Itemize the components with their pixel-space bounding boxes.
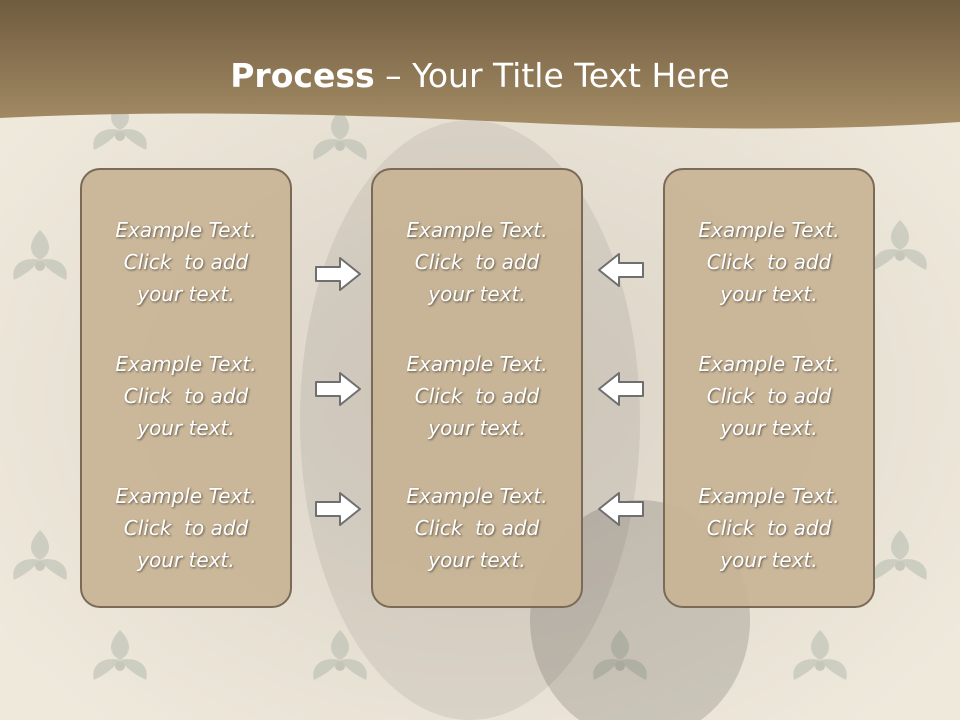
title-rest-part: – Your Title Text Here bbox=[374, 56, 730, 95]
text-line: Example Text. bbox=[115, 218, 257, 242]
text-line: your text. bbox=[137, 282, 235, 306]
right-arrow-icon[interactable] bbox=[314, 371, 362, 407]
text-line: Example Text. bbox=[115, 352, 257, 376]
left-arrow-icon[interactable] bbox=[597, 371, 645, 407]
text-line: Click to add bbox=[706, 384, 832, 408]
right-arrow-icon[interactable] bbox=[314, 256, 362, 292]
slide-title[interactable]: Process – Your Title Text Here bbox=[0, 54, 960, 98]
text-line: your text. bbox=[137, 416, 235, 440]
text-line: Click to add bbox=[706, 250, 832, 274]
text-placeholder[interactable]: Example Text. Click to add your text. bbox=[665, 480, 873, 576]
text-placeholder[interactable]: Example Text. Click to add your text. bbox=[82, 480, 290, 576]
text-line: your text. bbox=[720, 416, 818, 440]
text-placeholder[interactable]: Example Text. Click to add your text. bbox=[373, 214, 581, 310]
text-line: Click to add bbox=[123, 250, 249, 274]
text-placeholder[interactable]: Example Text. Click to add your text. bbox=[82, 348, 290, 444]
process-box-left[interactable]: Example Text. Click to add your text. Ex… bbox=[80, 168, 292, 608]
text-line: Click to add bbox=[123, 384, 249, 408]
text-line: your text. bbox=[720, 548, 818, 572]
left-arrow-icon[interactable] bbox=[597, 252, 645, 288]
text-line: your text. bbox=[720, 282, 818, 306]
text-placeholder[interactable]: Example Text. Click to add your text. bbox=[665, 214, 873, 310]
text-placeholder[interactable]: Example Text. Click to add your text. bbox=[373, 348, 581, 444]
left-arrow-icon[interactable] bbox=[597, 491, 645, 527]
text-line: your text. bbox=[137, 548, 235, 572]
text-placeholder[interactable]: Example Text. Click to add your text. bbox=[665, 348, 873, 444]
text-line: Click to add bbox=[414, 250, 540, 274]
text-line: your text. bbox=[428, 548, 526, 572]
title-bold-part: Process bbox=[230, 56, 375, 95]
text-placeholder[interactable]: Example Text. Click to add your text. bbox=[373, 480, 581, 576]
text-line: your text. bbox=[428, 282, 526, 306]
text-line: Click to add bbox=[706, 516, 832, 540]
text-line: your text. bbox=[428, 416, 526, 440]
text-line: Example Text. bbox=[698, 352, 840, 376]
text-line: Click to add bbox=[414, 384, 540, 408]
text-line: Example Text. bbox=[406, 352, 548, 376]
text-line: Example Text. bbox=[115, 484, 257, 508]
text-line: Click to add bbox=[414, 516, 540, 540]
process-box-center[interactable]: Example Text. Click to add your text. Ex… bbox=[371, 168, 583, 608]
text-line: Example Text. bbox=[698, 484, 840, 508]
text-placeholder[interactable]: Example Text. Click to add your text. bbox=[82, 214, 290, 310]
text-line: Example Text. bbox=[406, 484, 548, 508]
text-line: Example Text. bbox=[406, 218, 548, 242]
text-line: Example Text. bbox=[698, 218, 840, 242]
text-line: Click to add bbox=[123, 516, 249, 540]
process-box-right[interactable]: Example Text. Click to add your text. Ex… bbox=[663, 168, 875, 608]
right-arrow-icon[interactable] bbox=[314, 491, 362, 527]
